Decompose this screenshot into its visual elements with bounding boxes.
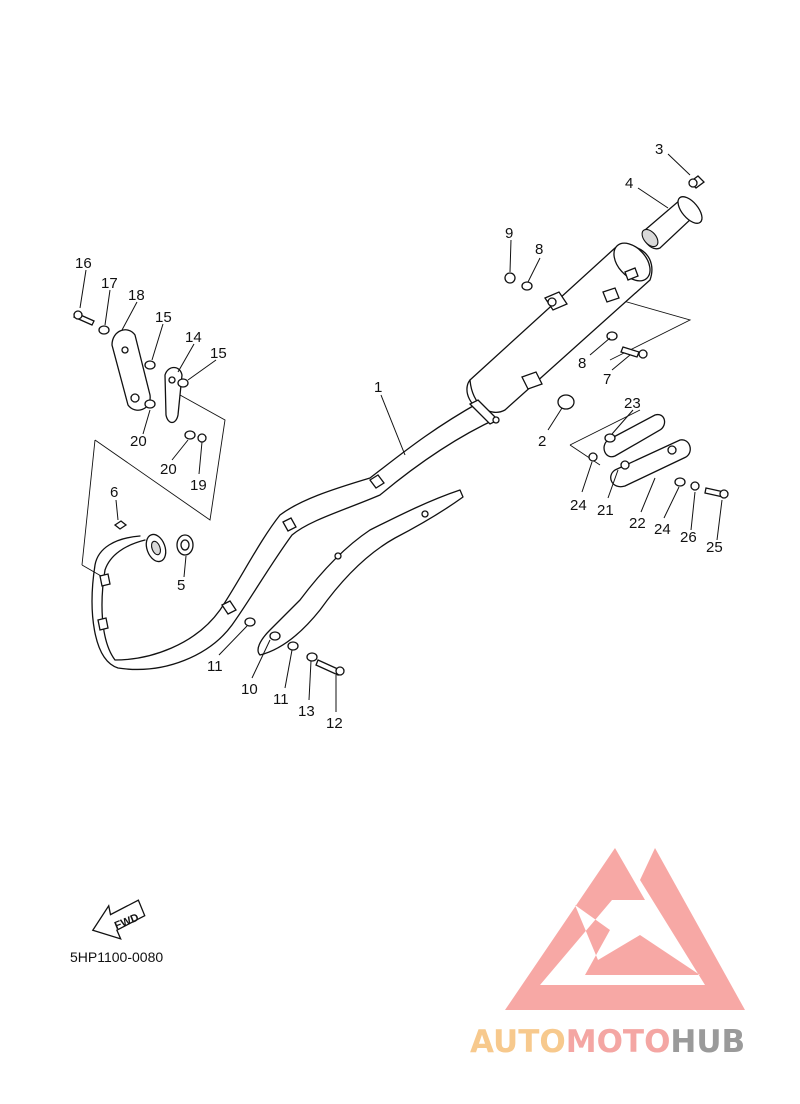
callout-2: 2 bbox=[538, 433, 546, 450]
drawing-code: 5HP1100-0080 bbox=[70, 949, 163, 965]
callout-24b: 24 bbox=[654, 521, 671, 538]
watermark-brand-auto: AUTO bbox=[470, 1024, 566, 1060]
callout-15a: 15 bbox=[155, 309, 172, 326]
callout-20a: 20 bbox=[130, 433, 147, 450]
forward-direction-arrow: FWD bbox=[91, 899, 146, 940]
callout-8b: 8 bbox=[578, 355, 586, 372]
group-outlines bbox=[81, 299, 692, 581]
callout-26: 26 bbox=[680, 529, 697, 546]
callout-22: 22 bbox=[629, 515, 646, 532]
watermark-brand-moto: MOTO bbox=[566, 1024, 671, 1060]
watermark-logo bbox=[505, 848, 745, 1010]
callout-18: 18 bbox=[128, 287, 145, 304]
joint-gasket bbox=[113, 520, 194, 563]
callout-4: 4 bbox=[625, 175, 633, 192]
callout-15b: 15 bbox=[210, 345, 227, 362]
callout-5: 5 bbox=[177, 577, 185, 594]
left-brackets bbox=[73, 310, 207, 443]
callout-11a: 11 bbox=[207, 658, 223, 675]
callout-20b: 20 bbox=[160, 461, 177, 478]
callout-10: 10 bbox=[241, 681, 258, 698]
muffler bbox=[466, 242, 653, 425]
callout-8a: 8 bbox=[535, 241, 543, 258]
tail-pipe bbox=[641, 175, 705, 250]
right-mount-parts bbox=[504, 272, 729, 499]
callout-24a: 24 bbox=[570, 497, 587, 514]
callout-11b: 11 bbox=[273, 691, 289, 708]
watermark-brand-hub: HUB bbox=[670, 1024, 745, 1060]
callout-6: 6 bbox=[110, 484, 118, 501]
callout-25: 25 bbox=[706, 539, 723, 556]
callout-7: 7 bbox=[603, 371, 611, 388]
watermark-logo-mark bbox=[505, 848, 745, 1010]
watermark-brand: AUTOMOTOHUB bbox=[470, 1024, 745, 1060]
callout-16: 16 bbox=[75, 255, 92, 272]
callout-23: 23 bbox=[624, 395, 641, 412]
callout-3: 3 bbox=[655, 141, 663, 158]
callout-12: 12 bbox=[326, 715, 343, 732]
callout-21: 21 bbox=[597, 502, 614, 519]
callout-17: 17 bbox=[101, 275, 118, 292]
callout-19: 19 bbox=[190, 477, 207, 494]
callout-9: 9 bbox=[505, 225, 513, 242]
callout-labels: 1 2 3 4 5 6 7 8 8 9 10 11 11 12 13 14 15… bbox=[75, 141, 723, 732]
callout-13: 13 bbox=[298, 703, 315, 720]
header-pipe bbox=[91, 401, 499, 670]
callout-14: 14 bbox=[185, 329, 202, 346]
callout-1: 1 bbox=[374, 379, 382, 396]
lower-fasteners bbox=[244, 617, 345, 676]
leader-lines bbox=[79, 153, 723, 712]
